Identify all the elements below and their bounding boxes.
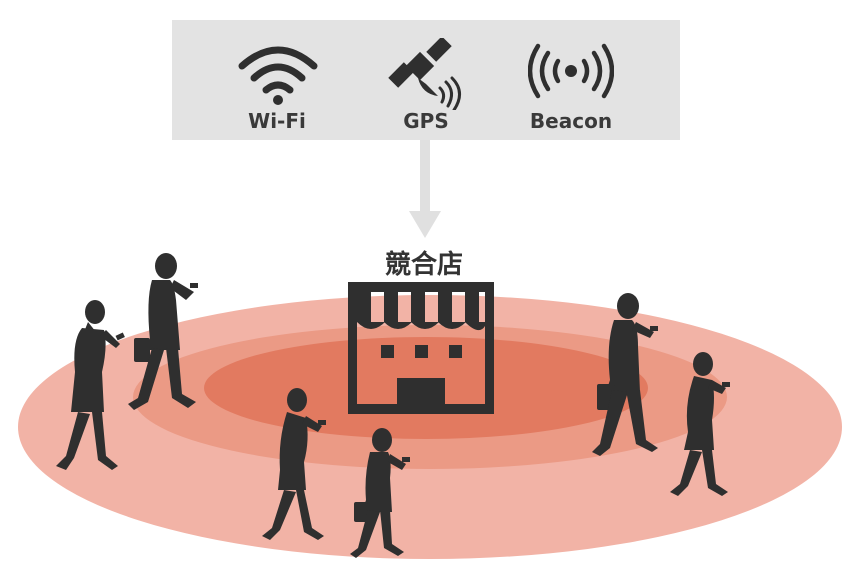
store-label: 競合店 [384, 250, 464, 280]
pedestrian-woman-2 [262, 388, 326, 540]
down-arrow [409, 140, 441, 238]
beacon-icon [528, 43, 614, 99]
satellite-icon [388, 38, 461, 110]
pedestrian-woman-1 [56, 300, 125, 470]
pedestrian-man-1 [128, 253, 198, 410]
wifi-label: Wi-Fi [248, 109, 306, 133]
wifi-icon [238, 46, 318, 105]
beacon-label: Beacon [529, 109, 613, 133]
pedestrian-man-2 [350, 428, 410, 558]
pedestrian-man-3 [592, 293, 658, 456]
gps-label: GPS [403, 109, 449, 133]
pedestrian-woman-3 [670, 352, 730, 496]
store-icon [348, 282, 494, 414]
